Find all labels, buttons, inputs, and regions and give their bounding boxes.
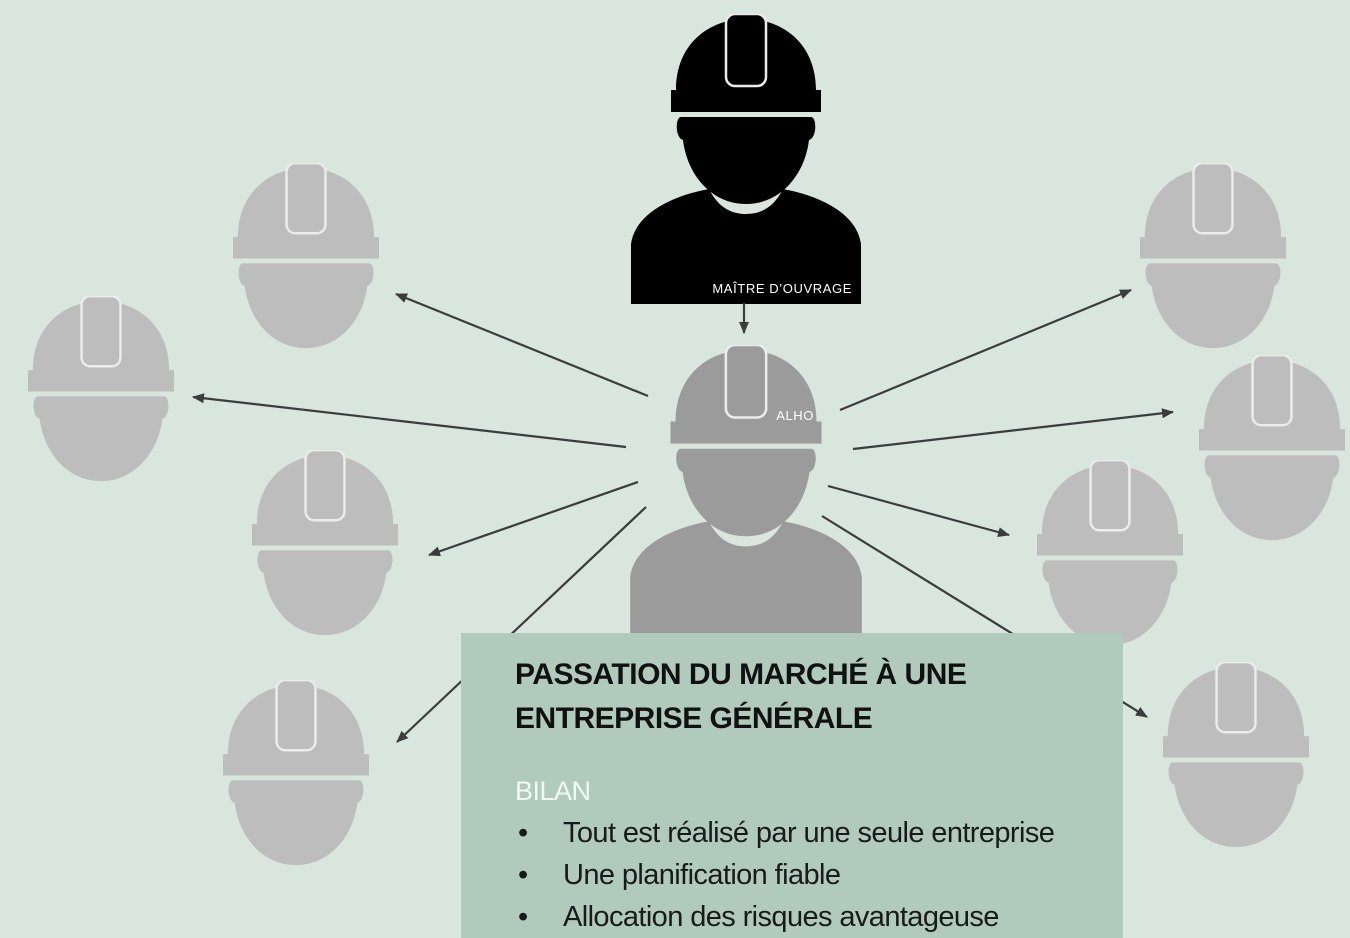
bullet-icon: • <box>518 817 528 849</box>
arrow-to-right-top <box>839 288 1132 412</box>
subcontractor-right-bottom-icon <box>1163 662 1309 849</box>
contractor-worker-icon <box>630 345 862 637</box>
list-item: • Allocation des risques avantageuse <box>515 896 1123 938</box>
summary-list: • Tout est réalisé par une seule entrepri… <box>515 812 1123 938</box>
subcontractor-left-far-icon <box>28 296 174 483</box>
list-item: • Une planification fiable <box>515 854 1123 896</box>
arrow-to-left-far <box>192 393 627 449</box>
subcontractor-left-bottom-icon <box>223 680 369 867</box>
bullet-icon: • <box>518 901 528 933</box>
subcontractor-right-middle-icon <box>1037 460 1183 647</box>
contractor-label: ALHO <box>776 408 814 423</box>
arrow-to-left-top <box>395 292 649 398</box>
arrow-to-right-middle <box>827 484 1010 537</box>
list-item-text: Tout est réalisé par une seule entrepris… <box>563 817 1055 849</box>
arrow-to-left-middle <box>428 480 639 557</box>
subcontractor-left-top-icon <box>233 163 379 350</box>
summary-subtitle: BILAN <box>515 776 591 806</box>
owner-label: MAÎTRE D’OUVRAGE <box>712 281 852 296</box>
owner-worker-icon <box>630 14 862 304</box>
summary-panel: PASSATION DU MARCHÉ À UNE ENTREPRISE GÉN… <box>461 633 1123 938</box>
subcontractor-right-top-icon <box>1140 163 1286 350</box>
arrow-to-right-far <box>852 408 1174 451</box>
arrow-to-left-bottom <box>396 506 647 743</box>
subcontractor-right-far-icon <box>1199 355 1345 542</box>
subcontractor-left-middle-icon <box>252 450 398 637</box>
list-item: • Tout est réalisé par une seule entrepri… <box>515 812 1123 854</box>
list-item-text: Une planification fiable <box>563 859 841 891</box>
summary-title: PASSATION DU MARCHÉ À UNE ENTREPRISE GÉN… <box>515 658 967 735</box>
list-item-text: Allocation des risques avantageuse <box>563 901 999 933</box>
bullet-icon: • <box>518 859 528 891</box>
